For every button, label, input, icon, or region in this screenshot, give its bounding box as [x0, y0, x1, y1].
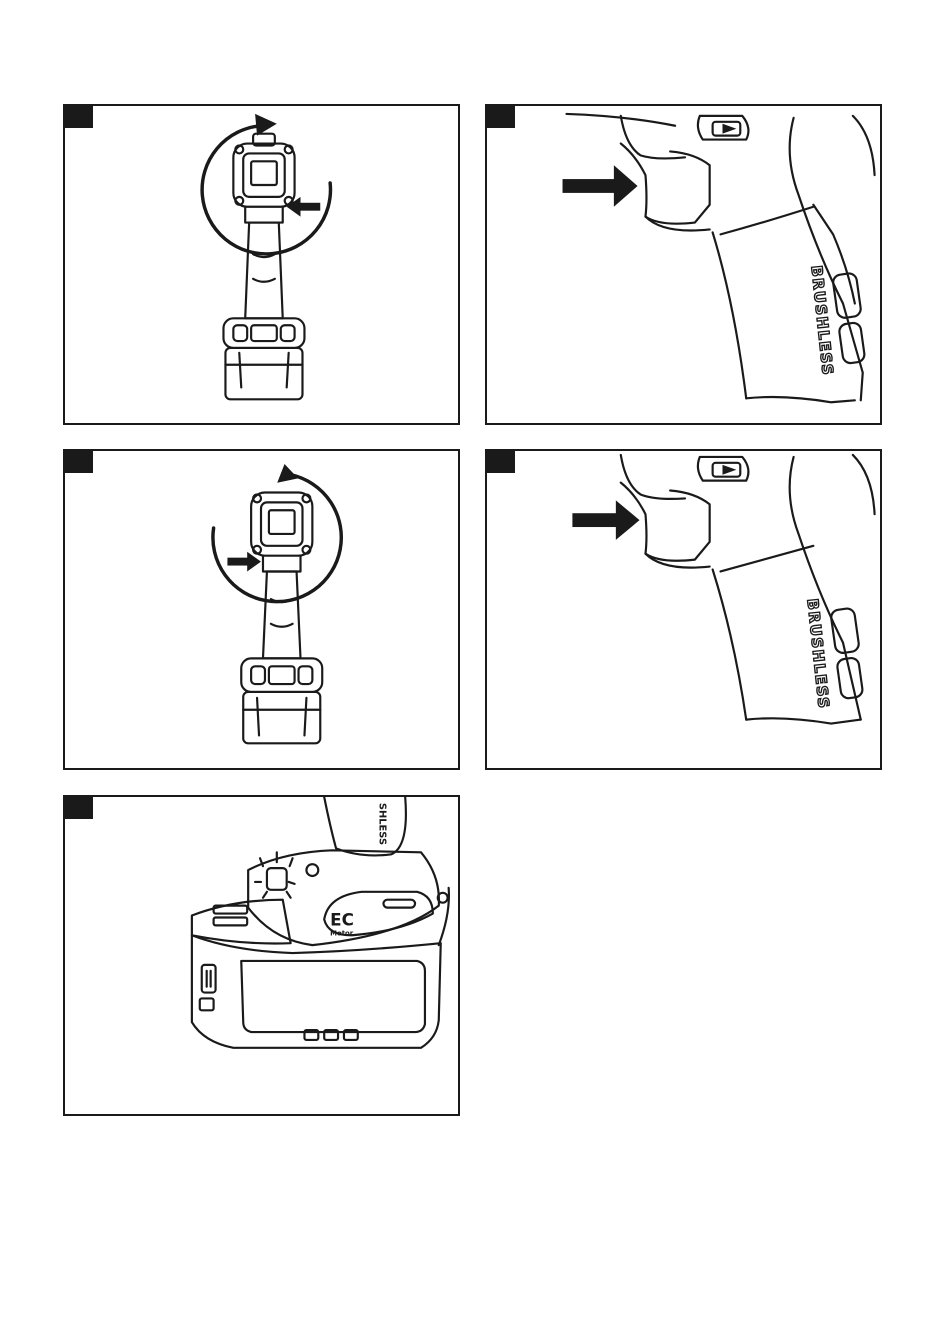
push-arrow-icon	[572, 500, 639, 540]
figure-1	[63, 104, 460, 425]
push-arrow-icon	[563, 165, 638, 206]
figure-2: BRUSHLESS	[485, 104, 882, 425]
figure-5: SHLESS EC Motor	[63, 795, 460, 1116]
drill-top-view-counterclockwise	[65, 451, 458, 768]
figure-4: BRUSHLESS	[485, 449, 882, 770]
figure-3	[63, 449, 460, 770]
rotation-arrow-icon	[213, 475, 341, 602]
drill-battery-view: SHLESS EC Motor	[65, 797, 458, 1114]
drill-top-view-clockwise	[65, 106, 458, 423]
side-text: SHLESS	[377, 803, 388, 845]
motor-logo-text: Motor	[330, 929, 354, 937]
brand-label: BRUSHLESS	[803, 598, 832, 710]
drill-side-trigger: BRUSHLESS	[487, 106, 880, 423]
play-triangle-icon	[723, 465, 737, 475]
ec-logo-text: EC	[330, 909, 354, 929]
play-triangle-icon	[723, 124, 737, 134]
push-arrow-icon	[227, 552, 261, 572]
drill-side-trigger: BRUSHLESS	[487, 451, 880, 768]
